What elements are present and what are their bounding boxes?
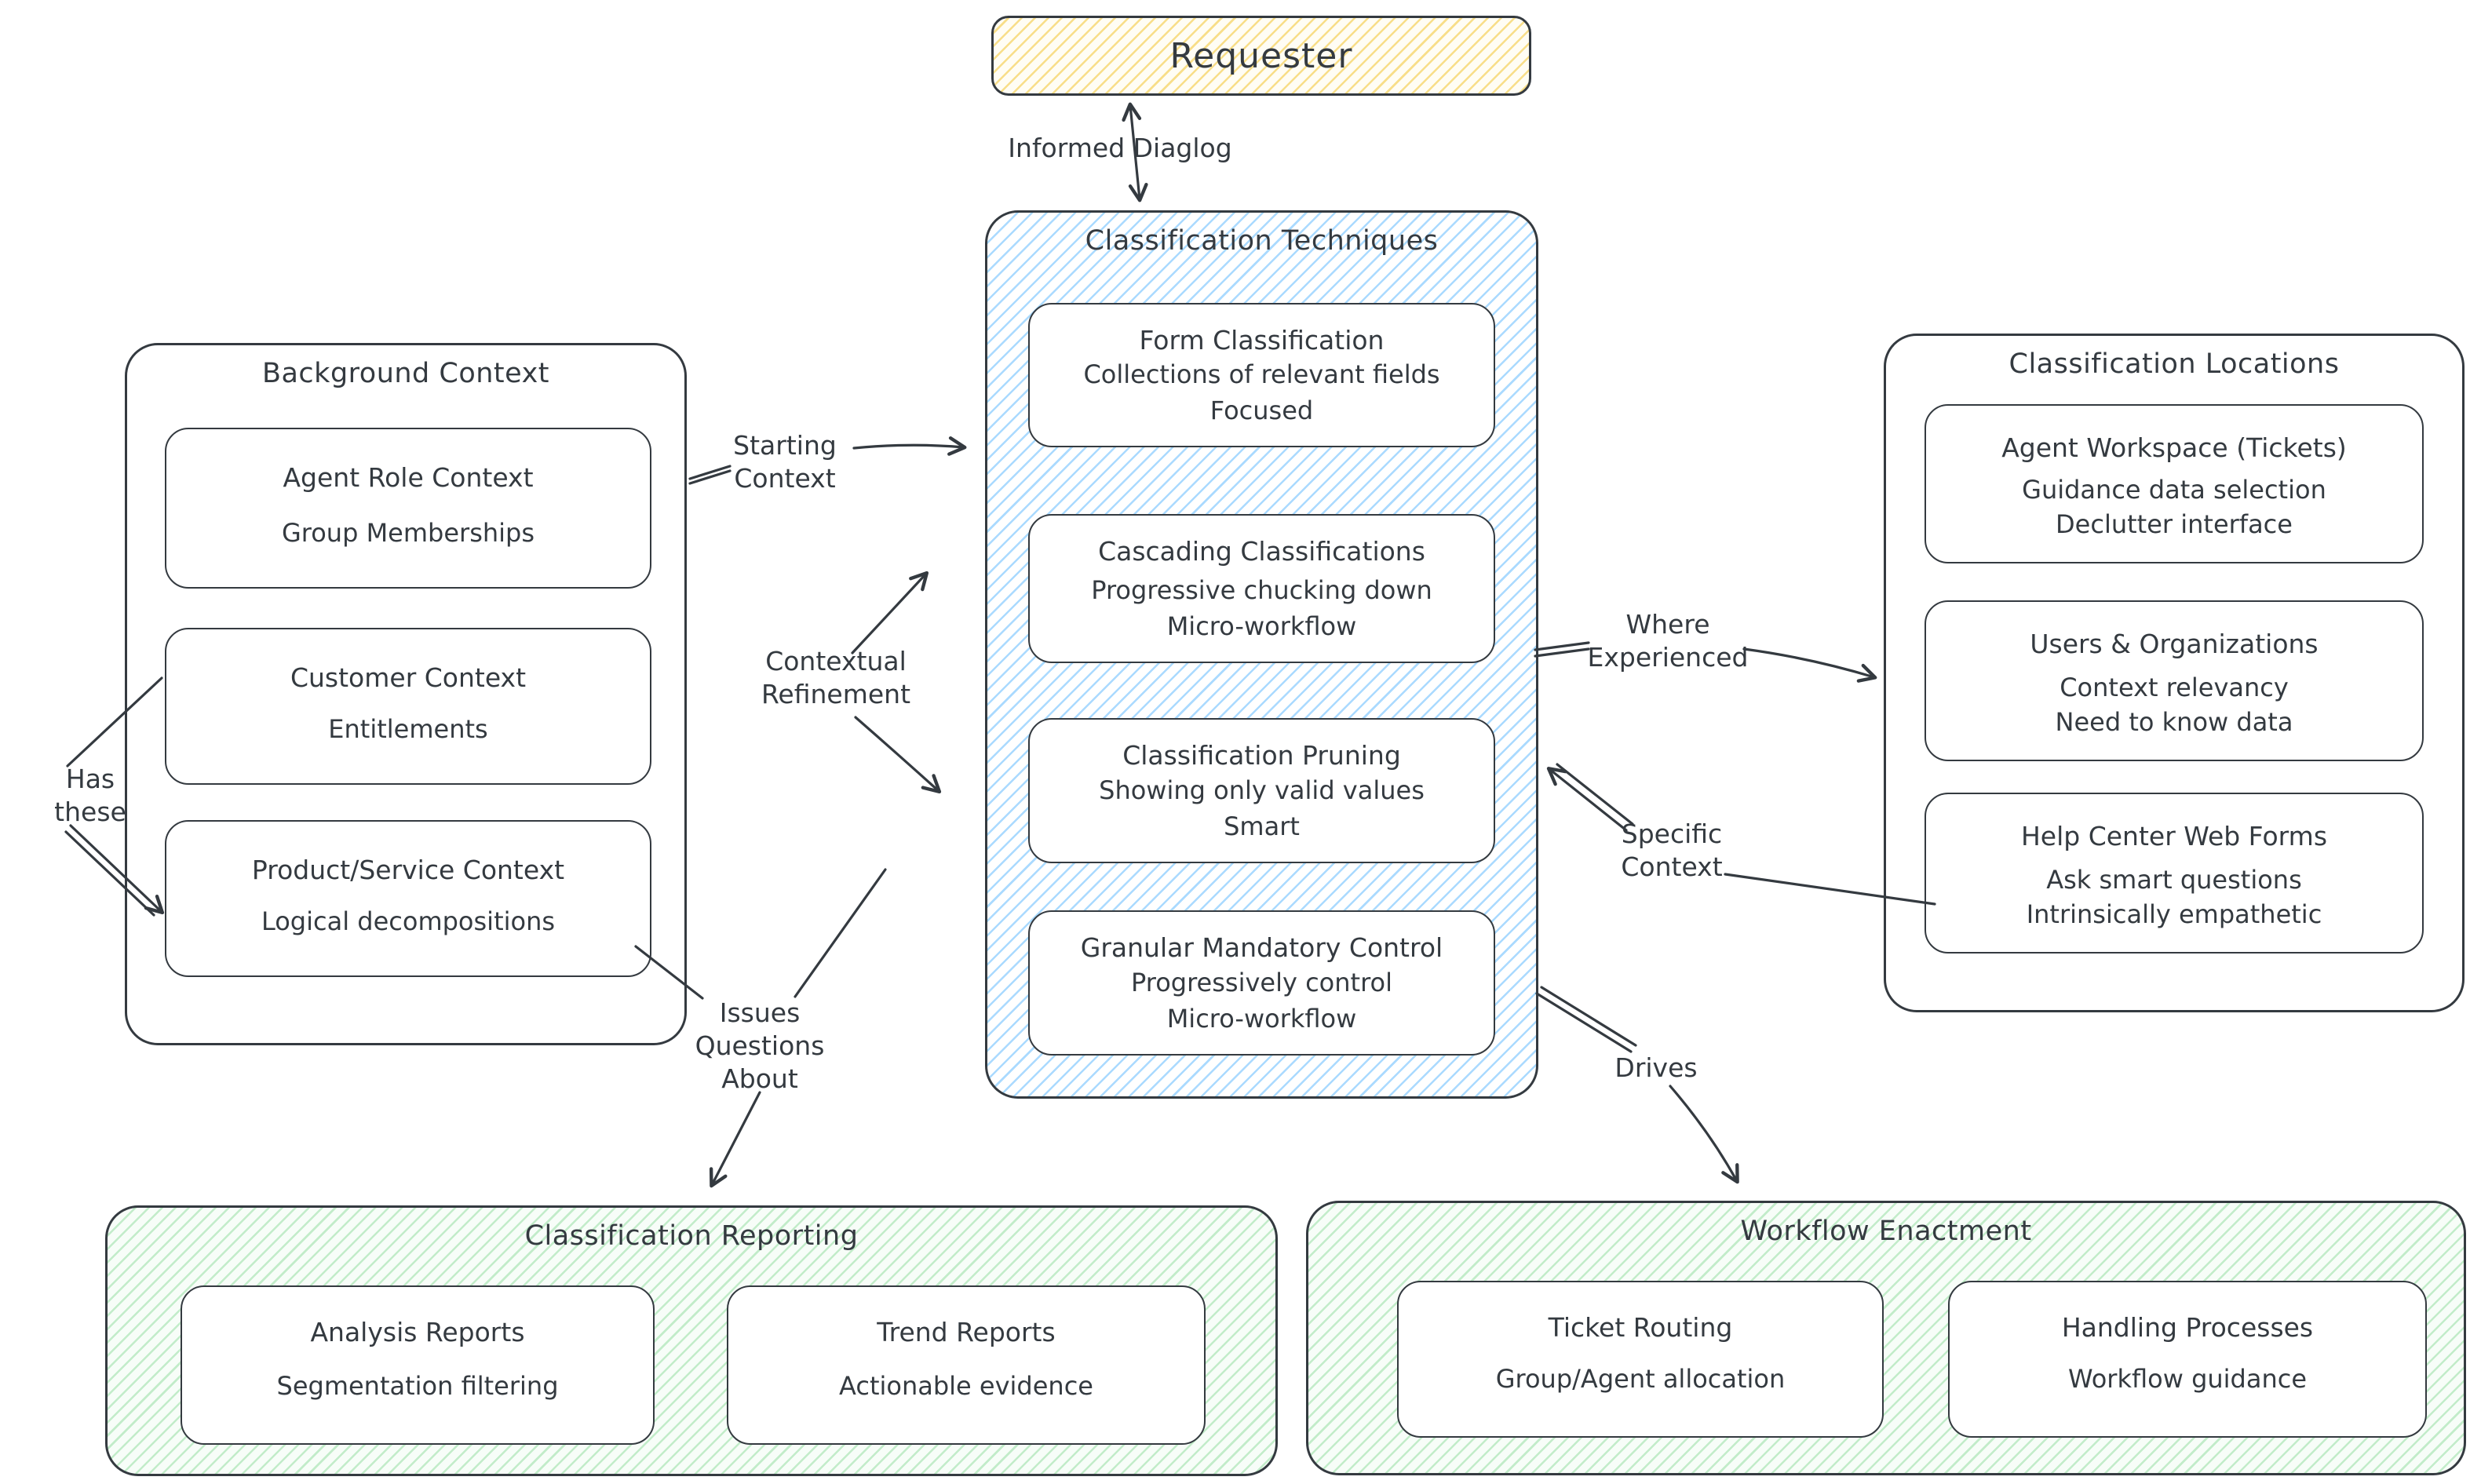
card-help-center-web-forms: Help Center Web Forms Ask smart question… xyxy=(1925,793,2424,953)
card-title: Handling Processes xyxy=(2061,1312,2314,1343)
card-cascading-classifications: Cascading Classifications Progressive ch… xyxy=(1028,514,1495,663)
card-line: Progressive chucking down xyxy=(1091,575,1432,605)
card-line: Smart xyxy=(1224,811,1300,841)
edge-label-issues-questions-about: Issues Questions About xyxy=(666,997,854,1096)
card-line: Focused xyxy=(1209,396,1314,425)
edge-label-has-these: Has these xyxy=(16,763,165,829)
card-line: Group Memberships xyxy=(281,518,535,548)
edge-label-line: these xyxy=(54,797,126,827)
card-line: Progressively control xyxy=(1131,968,1392,997)
edge-label-line: Has xyxy=(65,764,115,794)
card-line: Declutter interface xyxy=(2056,509,2293,539)
card-title: Cascading Classifications xyxy=(1098,536,1425,567)
card-handling-processes: Handling Processes Workflow guidance xyxy=(1948,1281,2427,1438)
line-techniques-to-drives xyxy=(1540,986,1637,1047)
card-product-service-context: Product/Service Context Logical decompos… xyxy=(165,820,651,977)
card-line: Segmentation filtering xyxy=(276,1371,559,1401)
group-title: Workflow Enactment xyxy=(1740,1216,2032,1247)
arrow-issues-to-reporting xyxy=(709,1091,761,1188)
line-techniques-to-drives-2 xyxy=(1535,992,1633,1053)
card-line: Micro-workflow xyxy=(1166,611,1357,641)
edge-label-line: Where xyxy=(1625,609,1710,640)
card-title: Agent Workspace (Tickets) xyxy=(2001,432,2347,463)
edge-label-line: Refinement xyxy=(761,679,911,709)
edge-label-drives: Drives xyxy=(1570,1052,1742,1085)
card-line: Actionable evidence xyxy=(839,1371,1093,1401)
edge-label-line: Context xyxy=(734,463,836,494)
card-line: Collections of relevant fields xyxy=(1083,359,1440,389)
edge-label-line: About xyxy=(721,1063,798,1094)
edge-label-specific-context: Specific Context xyxy=(1570,818,1774,884)
group-title: Classification Locations xyxy=(2008,348,2340,380)
arrow-specific-context-double-stroke xyxy=(1556,763,1634,826)
edge-label-line: Issues xyxy=(719,997,801,1028)
card-agent-role-context: Agent Role Context Group Memberships xyxy=(165,428,651,589)
card-title: Users & Organizations xyxy=(2030,629,2319,659)
edge-label-text: Informed Diaglog xyxy=(1008,133,1232,163)
arrow-contextual-refinement-down xyxy=(854,716,942,794)
group-title: Classification Techniques xyxy=(1085,225,1439,257)
edge-label-line: Drives xyxy=(1614,1052,1698,1083)
card-title: Form Classification xyxy=(1139,325,1385,356)
card-agent-workspace: Agent Workspace (Tickets) Guidance data … xyxy=(1925,404,2424,563)
card-title: Classification Pruning xyxy=(1122,740,1401,771)
card-title: Granular Mandatory Control xyxy=(1080,932,1443,963)
card-title: Customer Context xyxy=(290,662,527,693)
edge-label-line: Context xyxy=(1621,851,1723,882)
card-line: Micro-workflow xyxy=(1166,1004,1357,1034)
edge-label-contextual-refinement: Contextual Refinement xyxy=(710,645,961,711)
card-line: Context relevancy xyxy=(2060,673,2289,702)
edge-label-line: Contextual xyxy=(765,646,907,676)
edge-label-informed-dialog: Informed Diaglog xyxy=(932,132,1308,165)
arrow-contextual-refinement-up xyxy=(851,571,929,654)
card-title: Analysis Reports xyxy=(310,1317,525,1347)
card-trend-reports: Trend Reports Actionable evidence xyxy=(727,1285,1206,1445)
card-classification-pruning: Classification Pruning Showing only vali… xyxy=(1028,718,1495,863)
card-title: Trend Reports xyxy=(877,1317,1056,1347)
card-customer-context: Customer Context Entitlements xyxy=(165,628,651,785)
card-form-classification: Form Classification Collections of relev… xyxy=(1028,303,1495,447)
card-line: Entitlements xyxy=(328,714,488,744)
edge-label-line: Experienced xyxy=(1587,642,1749,673)
edge-label-line: Questions xyxy=(695,1030,825,1061)
card-line: Workflow guidance xyxy=(2067,1364,2308,1394)
edge-label-line: Specific xyxy=(1621,819,1723,849)
edge-label-where-experienced: Where Experienced xyxy=(1562,608,1774,674)
card-line: Logical decompositions xyxy=(261,906,556,936)
card-line: Showing only valid values xyxy=(1099,775,1425,805)
card-line: Intrinsically empathetic xyxy=(2026,899,2322,929)
card-line: Need to know data xyxy=(2055,707,2293,737)
group-title: Classification Reporting xyxy=(524,1220,859,1252)
card-title: Product/Service Context xyxy=(251,855,565,885)
edge-label-line: Starting xyxy=(733,430,837,461)
node-requester-title: Requester xyxy=(1169,35,1353,76)
card-line: Group/Agent allocation xyxy=(1495,1364,1786,1394)
card-title: Agent Role Context xyxy=(283,462,534,493)
group-title: Background Context xyxy=(261,358,550,389)
card-title: Ticket Routing xyxy=(1548,1312,1733,1343)
card-users-organizations: Users & Organizations Context relevancy … xyxy=(1925,600,2424,761)
card-line: Ask smart questions xyxy=(2046,865,2302,895)
card-analysis-reports: Analysis Reports Segmentation filtering xyxy=(181,1285,655,1445)
arrow-drives-to-workflow xyxy=(1669,1085,1739,1184)
line-techniques-to-issues xyxy=(794,868,887,998)
card-title: Help Center Web Forms xyxy=(2020,821,2328,851)
card-ticket-routing: Ticket Routing Group/Agent allocation xyxy=(1397,1281,1884,1438)
card-granular-mandatory-control: Granular Mandatory Control Progressively… xyxy=(1028,910,1495,1056)
edge-label-starting-context: Starting Context xyxy=(691,429,879,495)
card-line: Guidance data selection xyxy=(2022,475,2326,505)
node-requester: Requester xyxy=(991,16,1531,96)
